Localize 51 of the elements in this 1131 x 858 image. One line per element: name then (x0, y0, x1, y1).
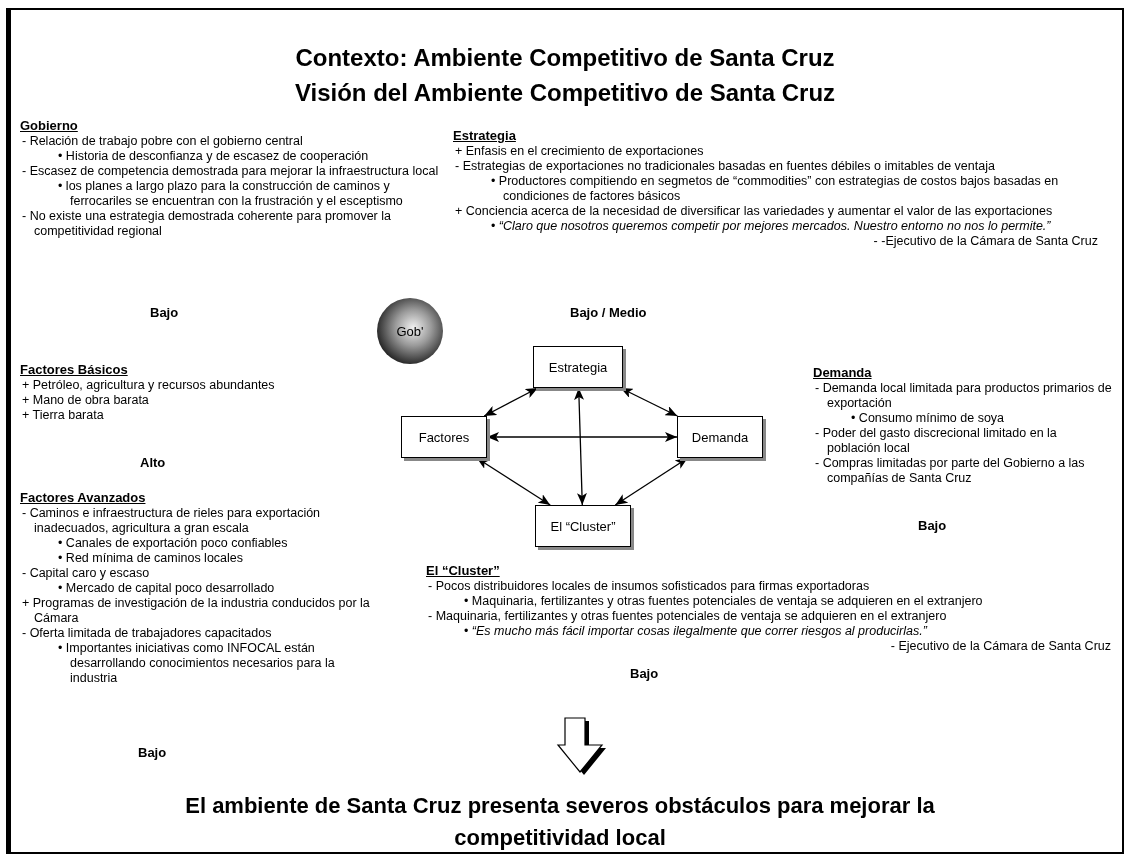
quote-attribution: - Ejecutivo de la Cámara de Santa Cruz (889, 639, 1111, 654)
bullet-item: + Conciencia acerca de la necesidad de diversificar las variedades y aumentar el valor de las exportaciones (454, 204, 1054, 219)
sub-bullet-item: • Historia de desconfianza y de escasez de cooperación (57, 149, 370, 164)
section-heading: Estrategia (453, 128, 517, 144)
factor-box: Demanda (677, 416, 763, 458)
sub-bullet-item: • Consumo mínimo de soya (850, 411, 1006, 426)
bullet-item: - Caminos e infraestructura de rieles para exportación inadecuados, agricultura a gran escala (21, 506, 322, 536)
sub-bullet-item: • Mercado de capital poco desarrollado (57, 581, 276, 596)
section-heading: Demanda (813, 365, 873, 381)
bullet-item: - Demanda local limitada para productos primarios de exportación (814, 381, 1113, 411)
quote-attribution: - -Ejecutivo de la Cámara de Santa Cruz (872, 234, 1098, 249)
bullet-item: - Capital caro y escaso (21, 566, 151, 581)
factor-box: El “Cluster” (535, 505, 631, 547)
section-heading: El “Cluster” (426, 563, 501, 579)
sub-bullet-item: • Productores compitiendo en segmetos de “commodities” con estrategias de costos bajos basadas en condiciones de factores básicos (490, 174, 1060, 204)
bullet-item: - Compras limitadas por parte del Gobierno a las compañías de Santa Cruz (814, 456, 1086, 486)
rating-label: Bajo (918, 518, 947, 533)
rating-label: Alto (140, 455, 166, 470)
sub-bullet-item: • Canales de exportación poco confiables (57, 536, 289, 551)
bullet-item: - Relación de trabajo pobre con el gobierno central (21, 134, 304, 149)
bullet-item: - No existe una estrategia demostrada coherente para promover la competitividad regional (21, 209, 392, 239)
bullet-item: + Tierra barata (21, 408, 105, 423)
bullet-item: - Escasez de competencia demostrada para mejorar la infraestructura local (21, 164, 440, 179)
sub-bullet-item: • Red mínima de caminos locales (57, 551, 244, 566)
factor-box: Estrategia (533, 346, 623, 388)
bullet-item: - Oferta limitada de trabajadores capacitados (21, 626, 273, 641)
section-heading: Factores Avanzados (20, 490, 147, 506)
double-arrow (483, 387, 539, 417)
sub-bullet-item: • “Es mucho más fácil importar cosas ilegalmente que correr riesgos al producirlas.” (463, 624, 929, 639)
bullet-item: - Estrategias de exportaciones no tradicionales basadas en fuentes débiles o imitables de ventaja (454, 159, 996, 174)
factor-box: Factores (401, 416, 487, 458)
bullet-item: - Poder del gasto discrecional limitado en la población local (814, 426, 1058, 456)
bullet-item: + Petróleo, agricultura y recursos abundantes (21, 378, 276, 393)
rating-label: Bajo (630, 666, 659, 681)
bullet-item: + Programas de investigación de la industria conducidos por la Cámara (21, 596, 371, 626)
government-circle: Gob' (377, 298, 443, 364)
bullet-item: - Pocos distribuidores locales de insumos sofisticados para firmas exportadoras (427, 579, 871, 594)
sub-bullet-item: • “Claro que nosotros queremos competir por mejores mercados. Nuestro entorno no nos lo permite.” (490, 219, 1052, 234)
title: Contexto: Ambiente Competitivo de Santa Cruz Visión del Ambiente Competitivo de Santa Cruz (293, 43, 837, 108)
conclusion-text: El ambiente de Santa Cruz presenta severos obstáculos para mejorar la competitividad local (184, 792, 936, 852)
rating-label: Bajo (150, 305, 179, 320)
bullet-item: - Maquinaria, fertilizantes y otras fuentes potenciales de ventaja se adquieren en el extranjero (427, 609, 948, 624)
sub-bullet-item: • los planes a largo plazo para la construcción de caminos y ferrocariles se encuentran con la frustración y el esceptismo (57, 179, 404, 209)
sub-bullet-item: • Maquinaria, fertilizantes y otras fuentes potenciales de ventaja se adquieren en el extranjero (463, 594, 984, 609)
sub-bullet-item: • Importantes iniciativas como INFOCAL están desarrollando conocimientos necesarios para la industria (57, 641, 336, 686)
section-heading: Factores Básicos (20, 362, 129, 378)
rating-label: Bajo (138, 745, 167, 760)
section-heading: Gobierno (20, 118, 79, 134)
bullet-item: + Enfasis en el crecimiento de exportaciones (454, 144, 705, 159)
bullet-item: + Mano de obra barata (21, 393, 150, 408)
rating-label: Bajo / Medio (570, 305, 647, 320)
